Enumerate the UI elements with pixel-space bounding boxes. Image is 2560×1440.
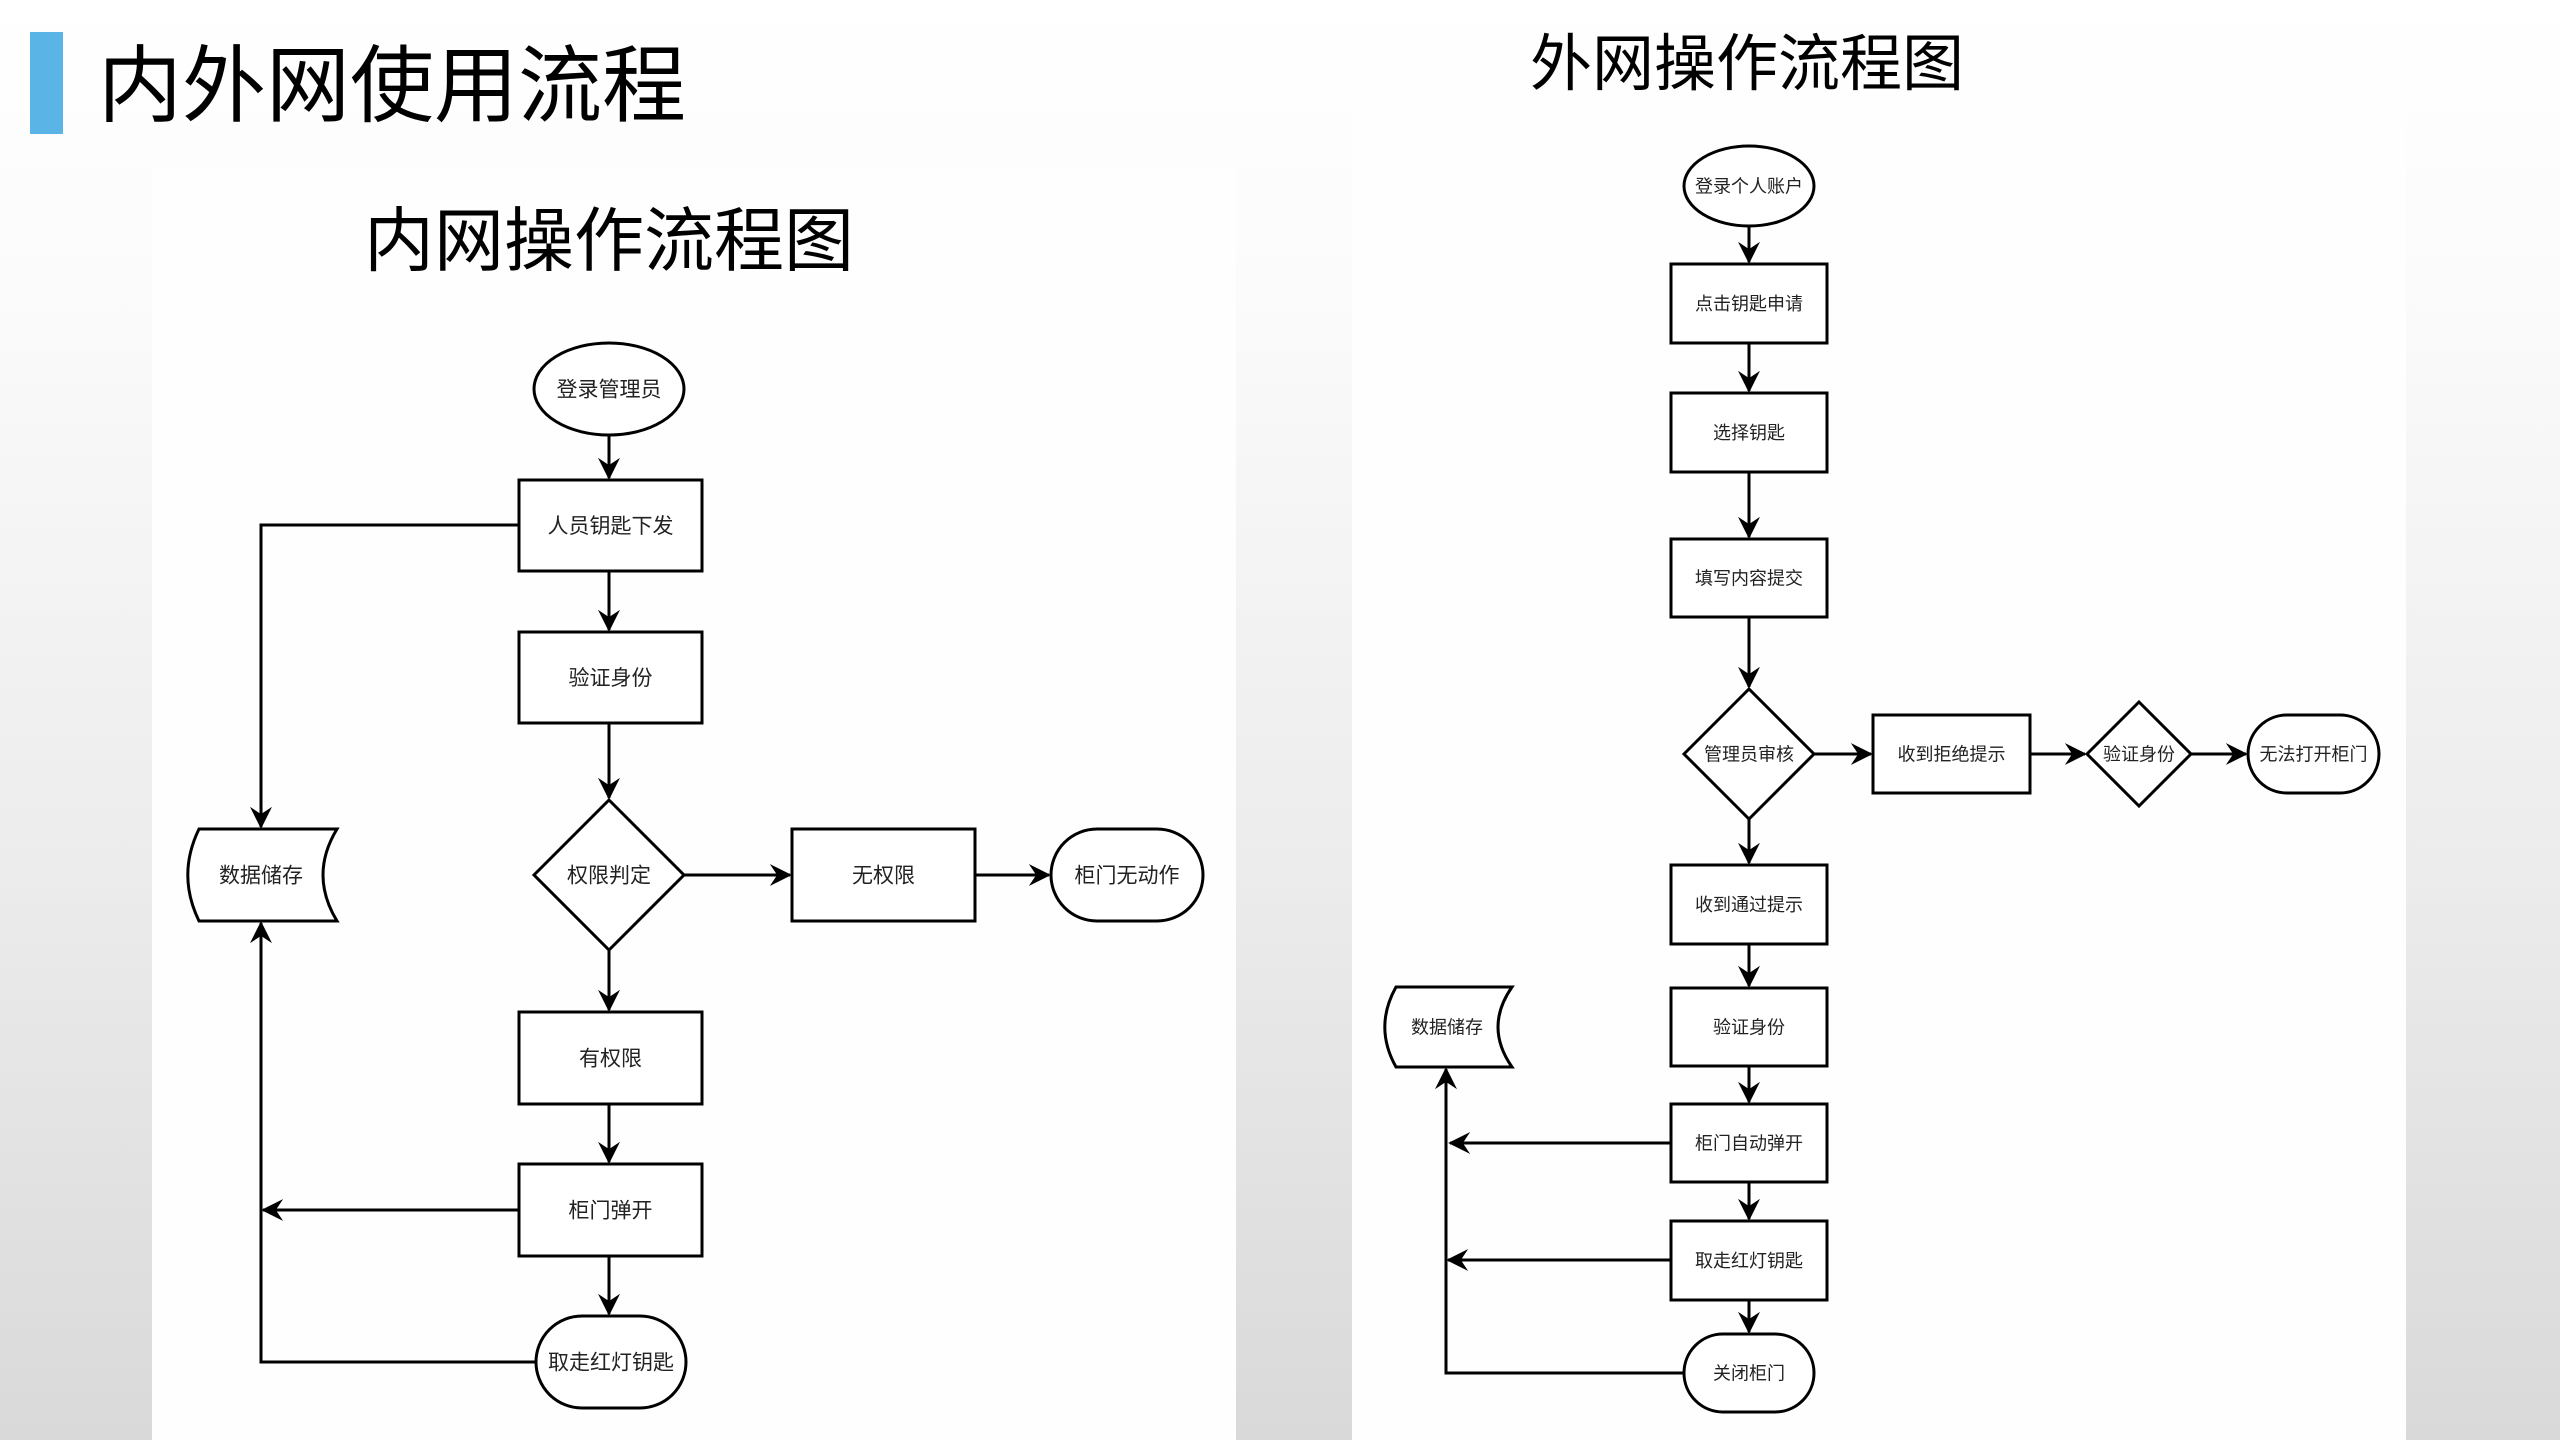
flow-node-intranet-no-perm: 无权限 xyxy=(790,827,977,923)
flow-node-label: 收到通过提示 xyxy=(1695,895,1803,916)
flow-node-label: 数据储存 xyxy=(219,864,303,888)
flow-node-extranet-review: 管理员审核 xyxy=(1681,686,1817,822)
flow-node-intranet-issue: 人员钥匙下发 xyxy=(517,478,704,573)
extranet-diagram-title: 外网操作流程图 xyxy=(1529,27,1964,100)
flow-node-intranet-door-open: 柜门弹开 xyxy=(517,1162,704,1258)
flow-node-label: 柜门弹开 xyxy=(569,1199,653,1223)
flow-node-label: 管理员审核 xyxy=(1704,744,1794,765)
flow-node-shape xyxy=(1682,144,1816,228)
flow-node-shape xyxy=(517,478,704,573)
flow-node-shape xyxy=(1669,262,1829,345)
flow-node-extranet-cannot-open: 无法打开柜门 xyxy=(2246,713,2381,795)
flow-node-shape xyxy=(186,827,340,923)
flow-node-label: 填写内容提交 xyxy=(1695,568,1803,589)
flow-node-extranet-take-key: 取走红灯钥匙 xyxy=(1669,1219,1829,1302)
title-accent-bar xyxy=(30,32,63,134)
flow-node-shape xyxy=(790,827,977,923)
flow-node-shape xyxy=(517,1010,704,1106)
flow-node-shape xyxy=(1871,713,2032,795)
flow-node-shape xyxy=(1669,537,1829,619)
flow-node-intranet-take-key: 取走红灯钥匙 xyxy=(534,1314,688,1410)
flow-node-extranet-login: 登录个人账户 xyxy=(1682,144,1816,228)
flow-node-label: 无权限 xyxy=(852,864,915,888)
flow-connector-arrow xyxy=(250,523,519,829)
extranet-flowchart: 登录个人账户点击钥匙申请选择钥匙填写内容提交管理员审核收到拒绝提示验证身份无法打… xyxy=(1383,144,2381,1414)
flow-connector-arrow xyxy=(250,921,536,1364)
flow-node-label: 权限判定 xyxy=(567,864,651,888)
flow-node-intranet-verify: 验证身份 xyxy=(517,630,704,725)
flow-node-intranet-storage: 数据储存 xyxy=(186,827,340,923)
flow-node-label: 柜门自动弹开 xyxy=(1695,1133,1803,1154)
flow-connector-arrow xyxy=(1435,1067,1684,1375)
flow-node-label: 无法打开柜门 xyxy=(2260,744,2368,765)
flow-node-label: 点击钥匙申请 xyxy=(1695,294,1803,315)
flow-node-extranet-verify-r: 验证身份 xyxy=(2084,699,2194,809)
flow-node-shape xyxy=(517,1162,704,1258)
flow-node-extranet-verify: 验证身份 xyxy=(1669,986,1829,1068)
flow-node-shape xyxy=(1669,1219,1829,1302)
flow-node-intranet-decide: 权限判定 xyxy=(531,797,687,953)
flow-node-label: 有权限 xyxy=(579,1047,642,1071)
flow-node-extranet-approve: 收到通过提示 xyxy=(1669,863,1829,946)
flow-node-shape xyxy=(532,341,686,437)
flow-node-shape xyxy=(531,797,687,953)
flow-node-shape xyxy=(1669,863,1829,946)
flow-node-label: 验证身份 xyxy=(2103,744,2175,765)
flow-node-label: 收到拒绝提示 xyxy=(1898,744,2006,765)
flow-node-extranet-submit: 填写内容提交 xyxy=(1669,537,1829,619)
flow-node-label: 验证身份 xyxy=(569,666,653,690)
flow-node-label: 数据储存 xyxy=(1411,1017,1483,1038)
flow-node-shape xyxy=(1682,1332,1816,1414)
flow-node-extranet-reject: 收到拒绝提示 xyxy=(1871,713,2032,795)
flow-node-shape xyxy=(1669,986,1829,1068)
flow-node-shape xyxy=(517,630,704,725)
flow-node-intranet-no-action: 柜门无动作 xyxy=(1049,827,1205,923)
flow-node-label: 登录管理员 xyxy=(557,378,662,402)
flow-node-shape xyxy=(1049,827,1205,923)
flow-node-label: 柜门无动作 xyxy=(1075,864,1180,888)
flow-node-shape xyxy=(1681,686,1817,822)
flow-node-extranet-apply: 点击钥匙申请 xyxy=(1669,262,1829,345)
intranet-diagram-title: 内网操作流程图 xyxy=(364,200,854,282)
flow-node-extranet-close-door: 关闭柜门 xyxy=(1682,1332,1816,1414)
flow-node-label: 人员钥匙下发 xyxy=(548,514,674,538)
flow-node-shape xyxy=(2246,713,2381,795)
flow-node-label: 验证身份 xyxy=(1713,1017,1785,1038)
flow-node-label: 关闭柜门 xyxy=(1713,1363,1785,1384)
slide-title: 内外网使用流程 xyxy=(98,37,687,135)
flow-node-extranet-auto-open: 柜门自动弹开 xyxy=(1669,1102,1829,1184)
flow-node-extranet-storage: 数据储存 xyxy=(1383,985,1515,1069)
flow-node-label: 取走红灯钥匙 xyxy=(548,1351,674,1375)
flow-node-intranet-has-perm: 有权限 xyxy=(517,1010,704,1106)
flow-node-label: 取走红灯钥匙 xyxy=(1695,1251,1803,1272)
flow-node-shape xyxy=(1669,1102,1829,1184)
flow-node-shape xyxy=(534,1314,688,1410)
flow-node-shape xyxy=(1383,985,1515,1069)
flow-node-extranet-select: 选择钥匙 xyxy=(1669,391,1829,474)
flow-node-label: 登录个人账户 xyxy=(1695,176,1803,197)
flow-node-shape xyxy=(1669,391,1829,474)
flow-node-shape xyxy=(2084,699,2194,809)
flow-node-intranet-login: 登录管理员 xyxy=(532,341,686,437)
flow-node-label: 选择钥匙 xyxy=(1713,423,1785,444)
